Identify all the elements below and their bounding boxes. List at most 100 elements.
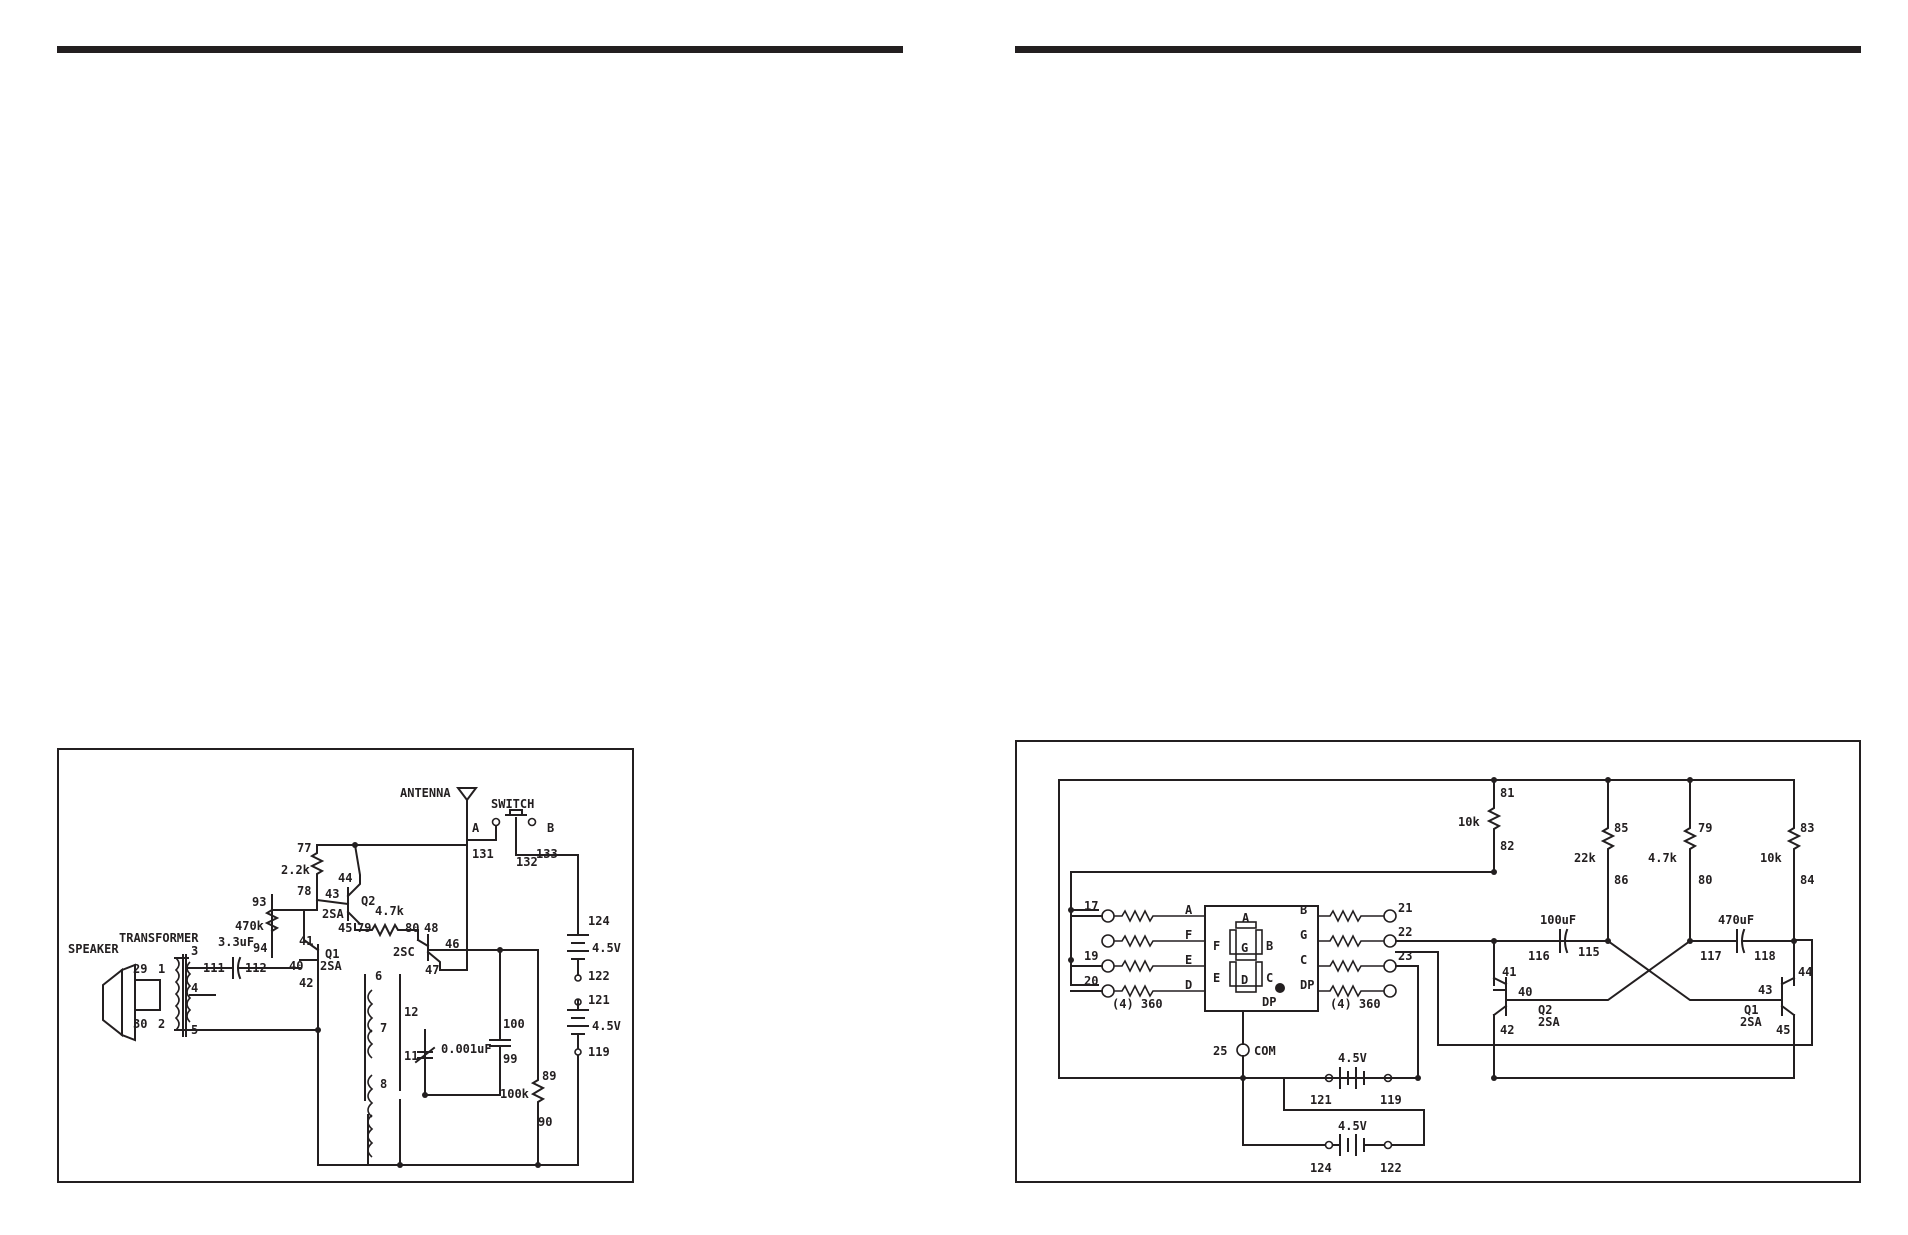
label: 4.5V xyxy=(1338,1051,1367,1065)
label: 121 xyxy=(1310,1093,1332,1107)
label: 132 xyxy=(516,855,538,869)
label: 89 xyxy=(542,1069,556,1083)
label: 44 xyxy=(1798,965,1812,979)
label: Q1 xyxy=(325,947,339,961)
label: C xyxy=(1300,953,1307,967)
label: 84 xyxy=(1800,873,1814,887)
label: 20 xyxy=(1084,974,1098,988)
seven-segment-display xyxy=(1204,905,1319,1012)
left-schematic: ANTENNA SWITCH A B 131 132 133 77 2.2k 4… xyxy=(68,786,621,1168)
label: 99 xyxy=(503,1052,517,1066)
label: 470k xyxy=(235,919,265,933)
left-battery xyxy=(567,919,589,1166)
label: 2SA xyxy=(1740,1015,1762,1029)
label: 133 xyxy=(536,847,558,861)
label: 124 xyxy=(1310,1161,1332,1175)
label: 46 xyxy=(445,937,459,951)
label: B xyxy=(547,821,554,835)
label: 131 xyxy=(472,847,494,861)
left-diagram-frame xyxy=(57,748,634,1183)
label: D xyxy=(1185,978,1192,992)
label: 81 xyxy=(1500,786,1514,800)
label: 79 xyxy=(1698,821,1712,835)
label: 119 xyxy=(588,1045,610,1059)
label: 0.001uF xyxy=(441,1042,492,1056)
label: 93 xyxy=(252,895,266,909)
label: 7 xyxy=(380,1021,387,1035)
label: COM xyxy=(1254,1044,1276,1058)
label: 29 xyxy=(133,962,147,976)
label: 78 xyxy=(297,884,311,898)
speaker-symbol xyxy=(102,963,161,1042)
label: 2 xyxy=(158,1017,165,1031)
antenna-label: ANTENNA xyxy=(400,786,451,800)
label: 2SA xyxy=(320,959,342,973)
label: 80 xyxy=(1698,873,1712,887)
label: 47 xyxy=(425,963,439,977)
label: DP xyxy=(1300,978,1314,992)
label: 4.5V xyxy=(1338,1119,1367,1133)
label: 48 xyxy=(424,921,438,935)
label: 10k xyxy=(1458,815,1480,829)
label: F xyxy=(1213,939,1220,953)
label: 4.5V xyxy=(592,941,621,955)
label: 2SA xyxy=(322,907,344,921)
label: 124 xyxy=(588,914,610,928)
label: 22k xyxy=(1574,851,1596,865)
label: E xyxy=(1213,971,1220,985)
label: 122 xyxy=(1380,1161,1402,1175)
label: 22 xyxy=(1398,925,1412,939)
label: 40 xyxy=(289,959,303,973)
label: 100uF xyxy=(1540,913,1576,927)
label: 4.7k xyxy=(1648,851,1678,865)
label: E xyxy=(1185,953,1192,967)
right-header-rule xyxy=(1015,46,1861,53)
label: 86 xyxy=(1614,873,1628,887)
label: Q2 xyxy=(361,894,375,908)
label: 43 xyxy=(1758,983,1772,997)
label: B xyxy=(1266,939,1273,953)
label: 41 xyxy=(299,934,313,948)
label: 94 xyxy=(253,941,267,955)
label: 119 xyxy=(1380,1093,1402,1107)
label: 44 xyxy=(338,871,352,885)
label: 117 xyxy=(1700,949,1722,963)
label: 5 xyxy=(191,1023,198,1037)
label: D xyxy=(1241,973,1248,987)
label: A xyxy=(472,821,480,835)
label: 100k xyxy=(500,1087,530,1101)
label: 2.2k xyxy=(281,863,311,877)
label: 121 xyxy=(588,993,610,1007)
label: 116 xyxy=(1528,949,1550,963)
label: Q1 xyxy=(1744,1003,1758,1017)
label: 470uF xyxy=(1718,913,1754,927)
switch-label: SWITCH xyxy=(491,797,534,811)
label: G xyxy=(1241,941,1248,955)
label: 118 xyxy=(1754,949,1776,963)
label: F xyxy=(1185,928,1192,942)
label: 6 xyxy=(375,969,382,983)
label: 82 xyxy=(1500,839,1514,853)
label: 85 xyxy=(1614,821,1628,835)
label: 42 xyxy=(299,976,313,990)
label: 21 xyxy=(1398,901,1412,915)
label: 77 xyxy=(297,841,311,855)
label: 40 xyxy=(1518,985,1532,999)
label: (4) 360 xyxy=(1112,997,1163,1011)
label: 2SA xyxy=(1538,1015,1560,1029)
label: B xyxy=(1300,903,1307,917)
label: 4 xyxy=(191,981,198,995)
label: Q2 xyxy=(1538,1003,1552,1017)
label: A xyxy=(1185,903,1193,917)
label: 122 xyxy=(588,969,610,983)
right-battery-bottom xyxy=(1324,1134,1393,1156)
label: 3.3uF xyxy=(218,935,254,949)
label: 8 xyxy=(380,1077,387,1091)
label: 45 xyxy=(338,921,352,935)
label: 41 xyxy=(1502,965,1516,979)
label: 111 xyxy=(203,961,225,975)
label: 80 xyxy=(405,921,419,935)
label: 1 xyxy=(158,962,165,976)
label: C xyxy=(1266,971,1273,985)
